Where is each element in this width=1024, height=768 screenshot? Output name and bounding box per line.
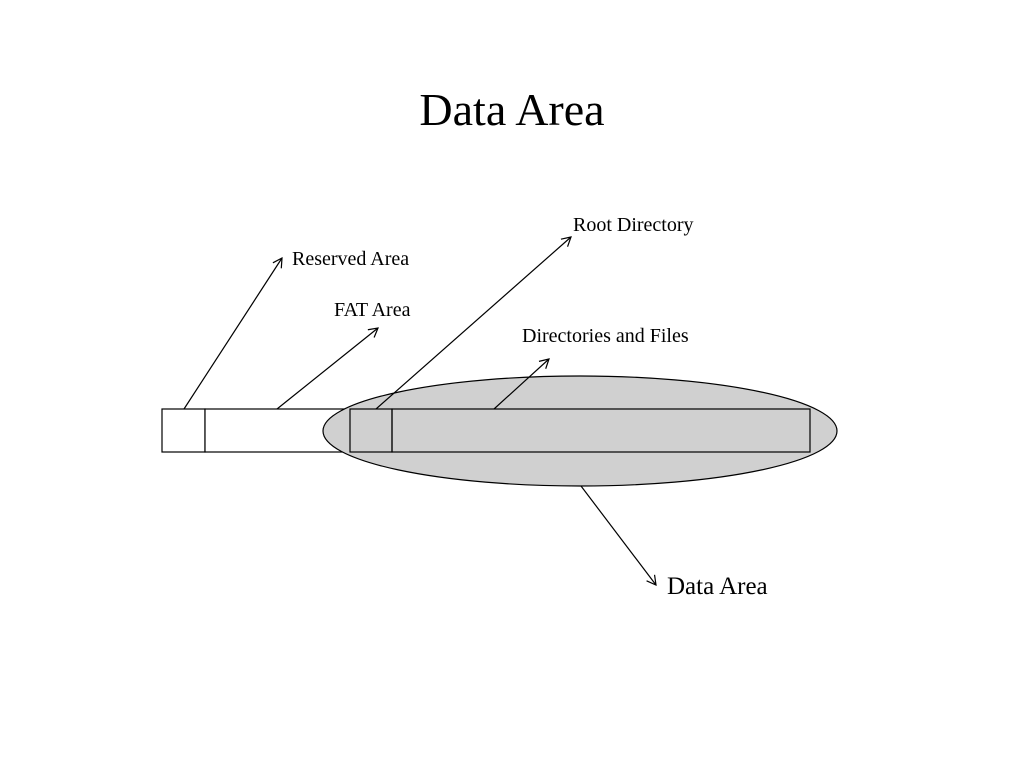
data-area-arrow	[580, 485, 657, 586]
directories-and-files-label: Directories and Files	[522, 325, 689, 347]
data-area-label: Data Area	[667, 573, 768, 600]
data-area-ellipse	[322, 375, 838, 487]
slide-title: Data Area	[419, 84, 605, 135]
root-directory-arrow	[375, 236, 572, 410]
reserved-area-arrow	[183, 256, 283, 410]
reserved-area-label: Reserved Area	[292, 248, 410, 270]
reserved-area-segment	[161, 408, 206, 453]
directories-files-arrow	[493, 358, 550, 410]
directories-files-segment	[391, 408, 811, 453]
root-directory-label: Root Directory	[573, 214, 694, 236]
fat-area-label: FAT Area	[334, 299, 411, 321]
fat-area-arrow	[276, 327, 379, 410]
